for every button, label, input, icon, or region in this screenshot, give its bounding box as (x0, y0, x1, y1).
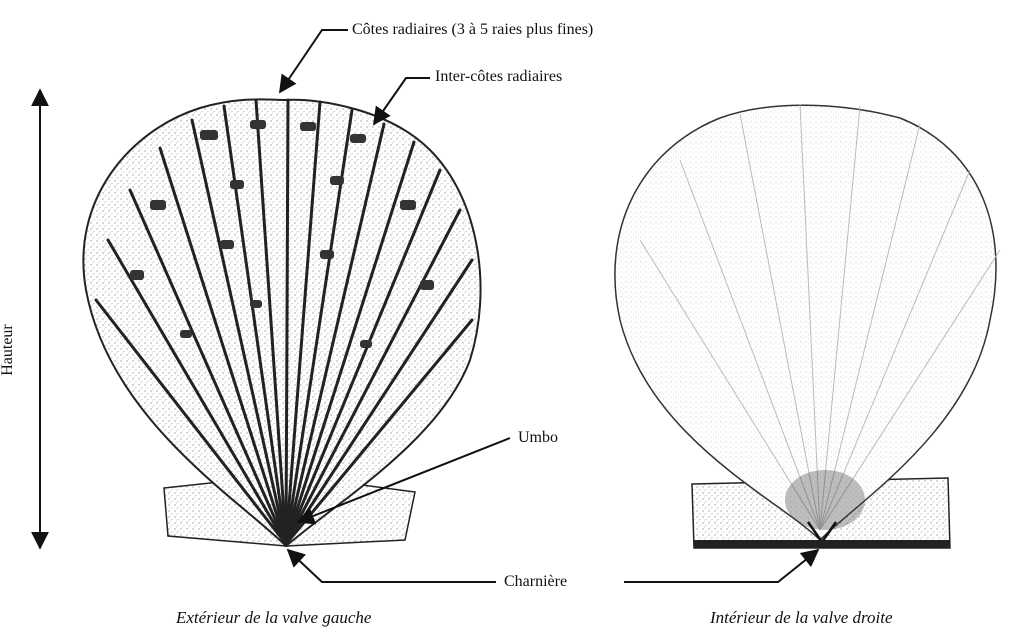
label-ribs: Côtes radiaires (3 à 5 raies plus fines) (352, 20, 593, 40)
label-hinge: Charnière (504, 572, 567, 592)
label-height: Hauteur (0, 324, 17, 376)
right-valve-interior (615, 104, 1000, 548)
label-umbo: Umbo (518, 428, 558, 448)
caption-left: Extérieur de la valve gauche (176, 608, 371, 628)
adductor-scar (785, 470, 865, 530)
caption-right: Intérieur de la valve droite (710, 608, 893, 628)
hinge-base (694, 540, 950, 548)
label-inter-ribs: Inter-côtes radiaires (435, 67, 562, 87)
leader-ribs (280, 30, 348, 92)
left-valve-exterior (83, 99, 480, 546)
leader-inter-ribs (374, 78, 430, 124)
leader-hinge-right (624, 550, 818, 582)
leader-hinge-left (288, 550, 496, 582)
